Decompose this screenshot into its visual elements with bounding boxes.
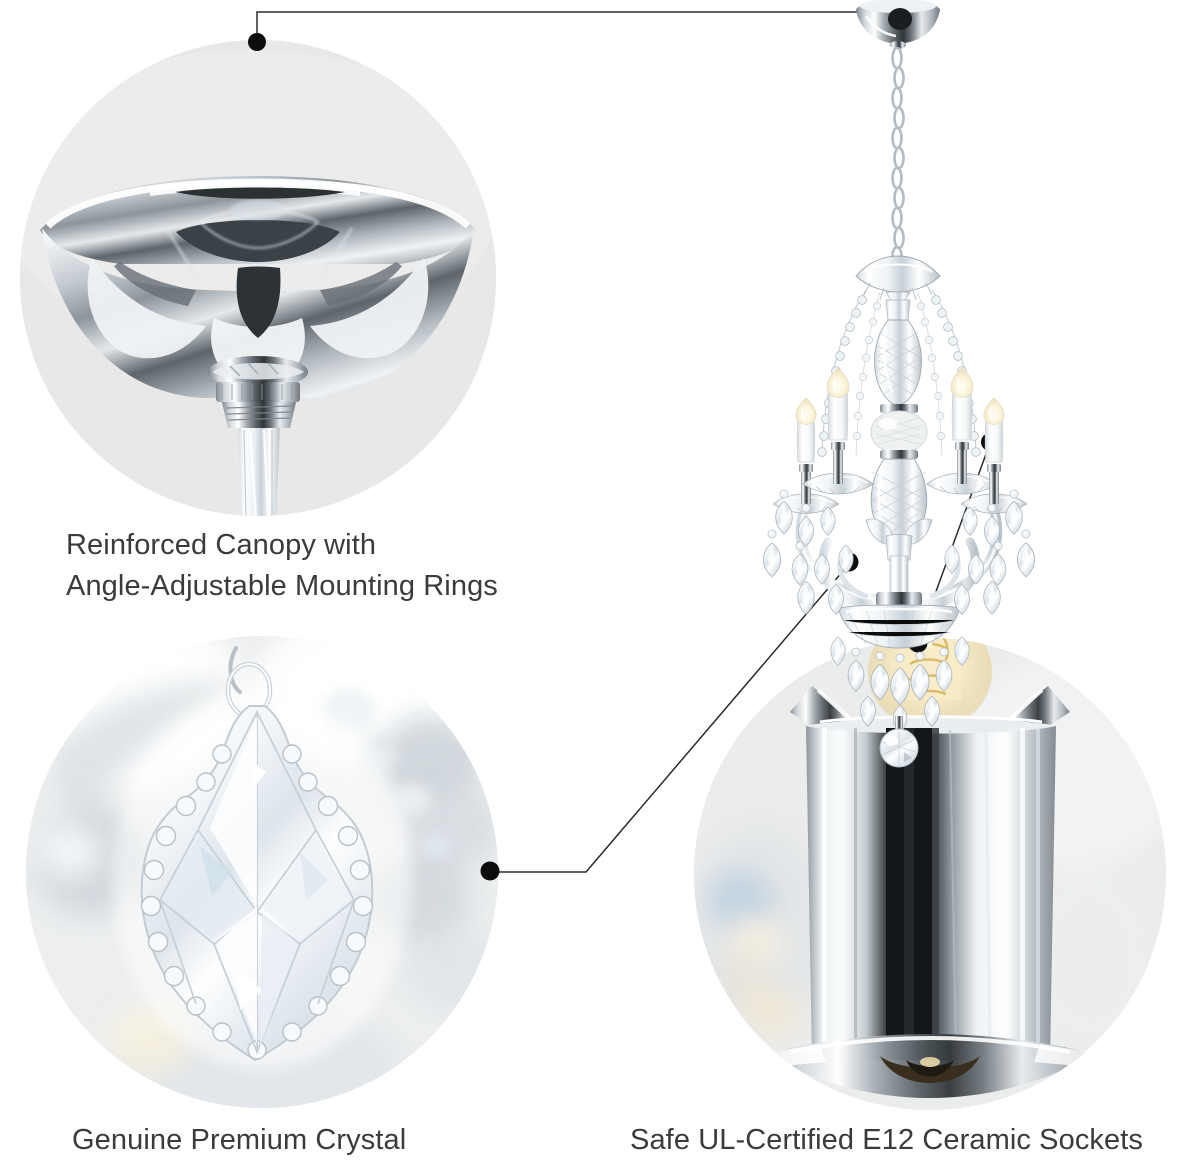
- candle-right-inner: [926, 367, 998, 495]
- caption-crystal: Genuine Premium Crystal: [72, 1124, 407, 1156]
- callout-circle-canopy: [20, 40, 496, 516]
- candle-right-outer: [960, 397, 1028, 514]
- candle-assemblies: [772, 367, 1028, 514]
- caption-canopy-line2: Angle-Adjustable Mounting Rings: [66, 570, 498, 603]
- candle-left-inner: [802, 367, 874, 495]
- leader-line-crystal: [492, 563, 850, 873]
- caption-socket: Safe UL-Certified E12 Ceramic Sockets: [630, 1124, 1144, 1156]
- chandelier-body-bowl: [837, 592, 961, 649]
- ceiling-canopy: [856, 0, 940, 49]
- suspension-chain: [891, 46, 905, 267]
- leader-line-canopy: [256, 11, 897, 40]
- leader-dot-canopy: [248, 33, 266, 51]
- leader-dot-crystal: [480, 861, 500, 881]
- bottom-crystal-finial: [879, 716, 919, 768]
- product-chandelier: [762, 0, 1036, 768]
- caption-canopy-line1: Reinforced Canopy with: [66, 529, 377, 561]
- chrome-socket-sleeve: [806, 715, 1056, 1060]
- premium-crystal-pendant: [140, 705, 374, 1062]
- center-column: [865, 299, 933, 601]
- callout-circle-crystal: [26, 636, 498, 1108]
- caption-canopy: Reinforced Canopy with Angle-Adjustable …: [66, 525, 498, 607]
